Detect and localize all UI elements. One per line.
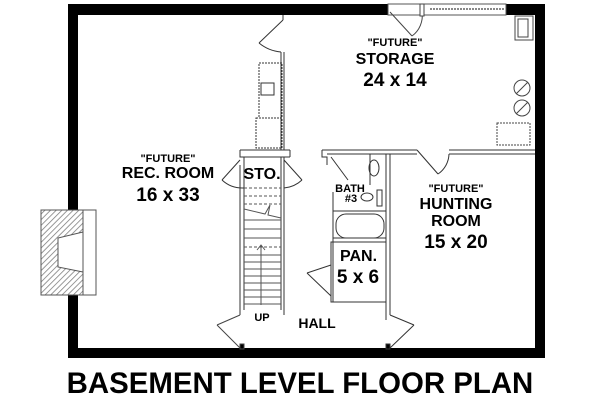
hall-label: HALL (298, 315, 336, 331)
bath-number-label: #3 (344, 193, 358, 205)
rec-room-name: REC. ROOM (121, 165, 215, 182)
exterior-walls (68, 3, 545, 358)
storage-entry-door (389, 3, 425, 37)
hunting-room-tag: "FUTURE" (428, 183, 484, 195)
bath-pantry-walls (306, 149, 535, 350)
hunting-room-size: 15 x 20 (424, 232, 488, 253)
bath-label: BATH (335, 183, 365, 195)
interior-partitions (221, 15, 303, 315)
pantry-label: PAN. (339, 248, 378, 265)
staircase (243, 187, 282, 305)
rec-room-tag: "FUTURE" (140, 153, 196, 165)
stairs-up-label: UP (254, 312, 270, 324)
rec-room-size: 16 x 33 (136, 185, 200, 206)
storage-tag: "FUTURE" (367, 37, 423, 49)
pantry-size: 5 x 6 (336, 267, 380, 288)
storage-size: 24 x 14 (363, 70, 427, 91)
sto-label: STO. (243, 166, 281, 183)
hunting-room-name-2: ROOM (431, 213, 481, 230)
storage-name: STORAGE (355, 51, 435, 68)
hall-door-left (216, 314, 245, 350)
fireplace (40, 209, 97, 296)
plan-title: BASEMENT LEVEL FLOOR PLAN (66, 367, 534, 400)
hunting-room-name: HUNTING (419, 196, 493, 213)
mechanical-equipment (496, 15, 534, 146)
